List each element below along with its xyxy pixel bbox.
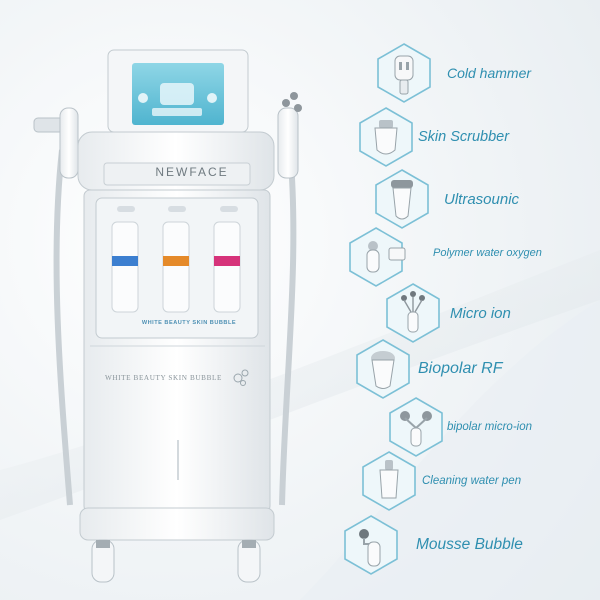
feature-label: bipolar micro-ion xyxy=(447,421,533,433)
polymer-water-oxygen-icon xyxy=(349,227,406,287)
bipolar-rf-icon xyxy=(356,339,410,399)
ultrasonic-icon xyxy=(375,169,429,229)
brand-label: NEWFACE xyxy=(155,165,229,179)
bottle-window-label: WHITE BEAUTY SKIN BUBBLE xyxy=(141,320,237,326)
feature-cold-hammer: Cold hammer xyxy=(373,42,600,106)
feature-label: Polymer water oxygen xyxy=(433,247,542,259)
cold-hammer-icon xyxy=(377,43,431,103)
feature-label: Cold hammer xyxy=(447,65,532,81)
feature-bipolar-rf: Biopolar RF xyxy=(352,338,600,402)
feature-bipolar-micro-ion: bipolar micro-ion xyxy=(385,396,600,460)
feature-skin-scrubber: Skin Scrubber xyxy=(355,106,600,170)
cleaning-water-pen-icon xyxy=(362,451,416,511)
feature-mousse-bubble: Mousse Bubble xyxy=(340,514,600,578)
skin-scrubber-icon xyxy=(359,107,413,167)
feature-micro-ion: Micro ion xyxy=(382,282,600,346)
feature-polymer-water-oxygen: Polymer water oxygen xyxy=(345,226,600,290)
feature-cleaning-water-pen: Cleaning water pen xyxy=(358,450,600,514)
feature-label: Micro ion xyxy=(450,304,511,322)
bipolar-micro-ion-icon xyxy=(389,397,443,457)
feature-label: Cleaning water pen xyxy=(422,475,522,487)
bottle-middle xyxy=(162,221,190,313)
mousse-bubble-icon xyxy=(344,515,398,575)
feature-label: Mousse Bubble xyxy=(416,536,523,553)
feature-label: Skin Scrubber xyxy=(418,129,510,145)
bottle-right xyxy=(213,221,241,313)
micro-ion-icon xyxy=(386,283,440,343)
feature-label: Biopolar RF xyxy=(418,360,503,377)
bottle-left xyxy=(111,221,139,313)
feature-label: Ultrasounic xyxy=(444,190,520,208)
feature-ultrasonic: Ultrasounic xyxy=(371,168,600,232)
cabinet-label: WHITE BEAUTY SKIN BUBBLE xyxy=(105,374,222,382)
